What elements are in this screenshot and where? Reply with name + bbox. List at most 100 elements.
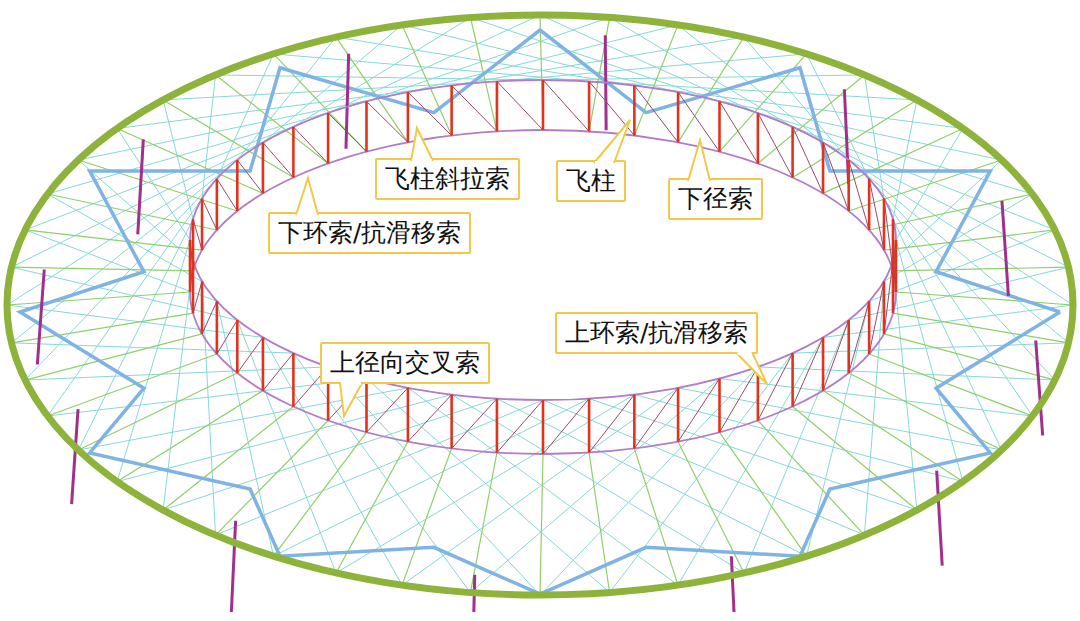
lower-radial-cable bbox=[634, 448, 678, 585]
upper-cross-cable bbox=[328, 367, 540, 595]
lower-radial-cable bbox=[678, 37, 744, 142]
callout-label: 飞柱斜拉索 bbox=[385, 163, 510, 195]
flying-column-stay bbox=[217, 179, 237, 211]
support-column bbox=[37, 269, 44, 364]
flying-column bbox=[677, 92, 680, 142]
flying-column-stay bbox=[452, 399, 497, 449]
upper-cross-cable bbox=[12, 267, 238, 320]
callout-pointer-join bbox=[595, 161, 613, 164]
callout-pointer-join bbox=[737, 352, 751, 355]
upper-cross-cable bbox=[793, 343, 1069, 353]
callout-pointer bbox=[270, 214, 271, 215]
flying-column-stay bbox=[408, 395, 452, 442]
lower-radial-cable bbox=[163, 100, 293, 178]
upper-cross-cable bbox=[163, 399, 497, 510]
flying-column bbox=[201, 199, 204, 250]
flying-column bbox=[883, 281, 886, 334]
flying-column bbox=[496, 81, 499, 131]
upper-ring-cable bbox=[190, 80, 896, 400]
callout-pointer-join bbox=[689, 179, 709, 182]
upper-cross-cable bbox=[293, 353, 470, 592]
flying-column bbox=[895, 240, 898, 292]
lower-radial-cable bbox=[78, 160, 237, 211]
flying-column bbox=[791, 127, 794, 178]
upper-cross-cable bbox=[237, 37, 336, 160]
lower-radial-cable bbox=[849, 160, 1002, 211]
upper-cross-cable bbox=[893, 160, 1002, 261]
lower-ring-cable bbox=[190, 130, 896, 454]
lower-radial-cable bbox=[893, 313, 1068, 343]
callout-box: 飞柱 bbox=[556, 160, 626, 202]
upper-cross-cable bbox=[678, 92, 1002, 160]
upper-cross-cable bbox=[336, 37, 634, 85]
flying-column-stay bbox=[634, 85, 678, 142]
flying-column-stay bbox=[237, 337, 263, 373]
callout-pointer bbox=[377, 160, 378, 161]
flying-column bbox=[292, 353, 295, 406]
lower-radial-cable bbox=[402, 25, 452, 136]
flying-column bbox=[192, 219, 195, 271]
flying-column-stay bbox=[263, 143, 293, 178]
support-column bbox=[937, 471, 943, 566]
lower-radial-cable bbox=[117, 391, 263, 482]
callout-pointer-outline bbox=[736, 353, 767, 384]
callout-label: 下环索/抗滑移索 bbox=[278, 217, 461, 249]
flying-column-stay bbox=[823, 143, 849, 211]
upper-cross-cable bbox=[25, 230, 217, 301]
upper-cross-cable bbox=[452, 37, 744, 85]
flying-column-stay bbox=[869, 179, 884, 250]
flying-column bbox=[677, 388, 680, 442]
lower-radial-cable bbox=[216, 421, 329, 536]
flying-column bbox=[757, 113, 760, 163]
callout-label: 上径向交叉索 bbox=[330, 347, 480, 379]
flying-column-stay bbox=[884, 261, 893, 334]
lower-radial-cable bbox=[48, 354, 217, 416]
callout-label: 飞柱 bbox=[566, 165, 616, 197]
callout-label: 下径索 bbox=[678, 183, 753, 215]
flying-column-stay bbox=[758, 113, 793, 177]
lower-radial-cable bbox=[884, 230, 1055, 250]
flying-column bbox=[450, 395, 453, 449]
flying-column bbox=[718, 379, 721, 433]
flying-column-stay bbox=[823, 320, 849, 391]
upper-cross-cable bbox=[793, 127, 1069, 267]
flying-column bbox=[822, 337, 825, 390]
lower-radial-cable bbox=[720, 432, 807, 556]
flying-column-stay bbox=[849, 301, 869, 373]
flying-column bbox=[216, 301, 219, 354]
flying-column-stay bbox=[193, 281, 202, 313]
flying-column bbox=[633, 85, 636, 135]
lower-radial-cable bbox=[117, 128, 263, 193]
callout-label: 上环索/抗滑移索 bbox=[565, 317, 748, 349]
lower-radial-cable bbox=[163, 407, 293, 511]
flying-column-stay bbox=[293, 127, 328, 164]
callout-pointer-outline bbox=[340, 383, 362, 416]
flying-column bbox=[365, 379, 368, 433]
flying-column-stay bbox=[589, 395, 634, 453]
flying-column-stay bbox=[543, 399, 589, 454]
flying-column bbox=[847, 160, 850, 211]
support-column bbox=[231, 521, 235, 612]
upper-cross-cable bbox=[293, 17, 470, 126]
flying-column-stay bbox=[758, 353, 793, 420]
upper-cross-cable bbox=[78, 92, 408, 160]
callout-pointer-outline bbox=[296, 178, 318, 215]
flying-column bbox=[883, 199, 886, 250]
flying-column-stay bbox=[217, 320, 237, 354]
outer-ring bbox=[7, 15, 1073, 595]
lower-radial-cable bbox=[402, 448, 452, 585]
flying-column bbox=[236, 160, 239, 211]
flying-column-stay bbox=[720, 101, 758, 163]
callout-pointer-outline bbox=[688, 140, 710, 181]
upper-cross-cable bbox=[864, 281, 884, 535]
flying-column bbox=[633, 395, 636, 449]
upper-cross-cable bbox=[634, 85, 962, 128]
callout-box: 下环索/抗滑移索 bbox=[268, 212, 471, 254]
upper-cross-cable bbox=[78, 388, 408, 450]
flying-column-stay bbox=[237, 160, 263, 193]
upper-cross-cable bbox=[12, 343, 294, 353]
flying-column bbox=[718, 101, 721, 151]
callout-pointer-outline bbox=[594, 120, 630, 163]
